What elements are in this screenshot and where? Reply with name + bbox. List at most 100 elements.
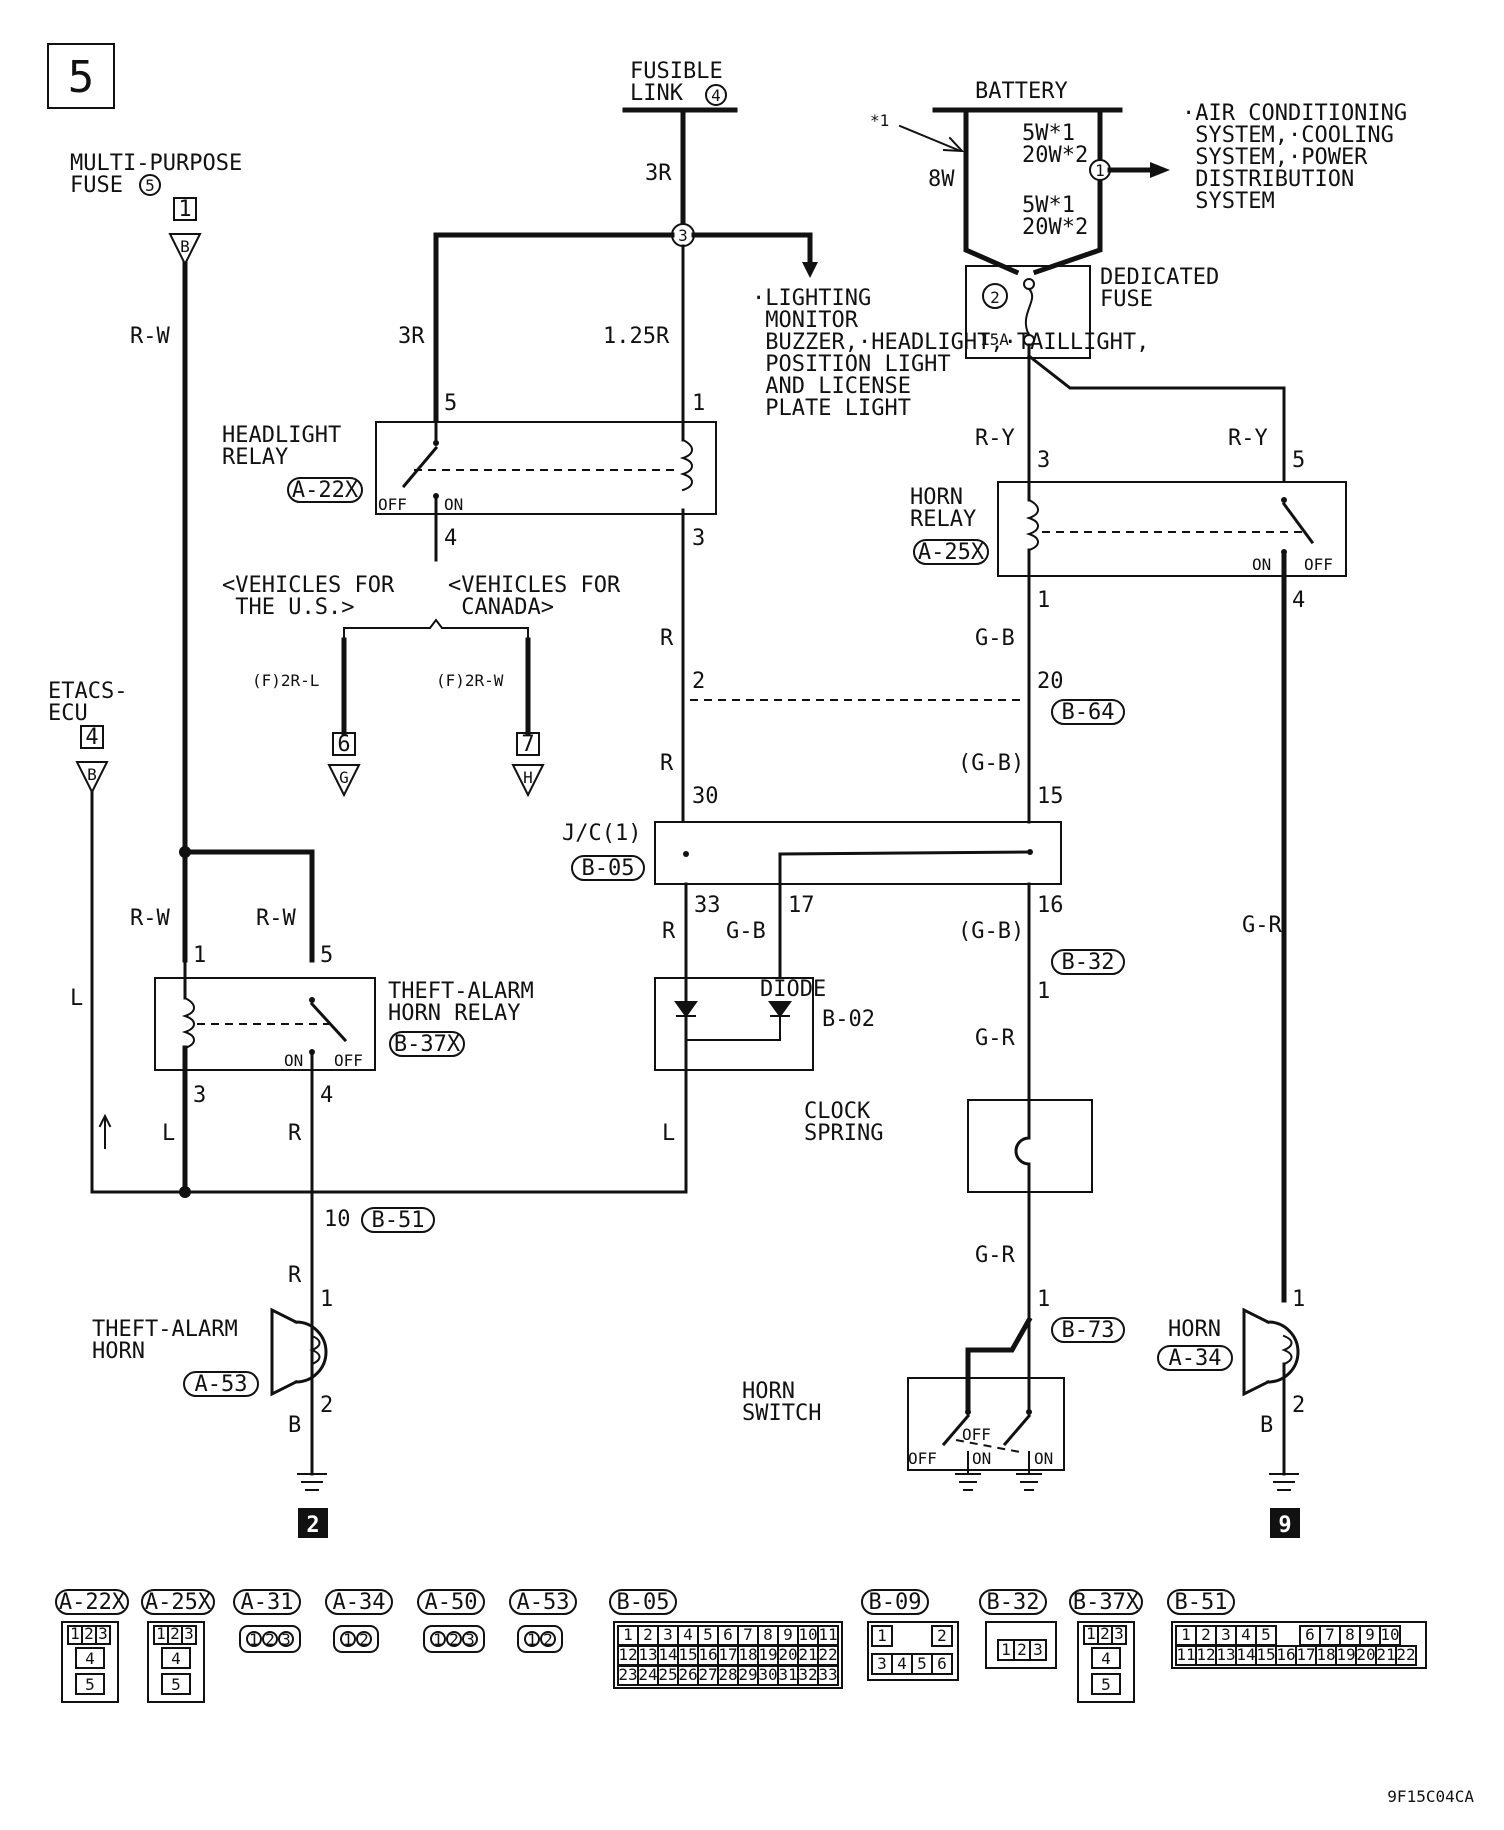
- legend-a31-cell: [278, 1631, 294, 1647]
- legend-a25x-cell: [161, 1673, 191, 1695]
- wire-ry-5: [1026, 353, 1286, 482]
- junction-3-num: 3: [678, 226, 688, 245]
- legend-b09-frame: [867, 1621, 959, 1681]
- legend-b05-pin: 3: [663, 1625, 673, 1644]
- legend-a53-pin: 2: [543, 1630, 553, 1649]
- wire-label-gr-c: G-R: [1242, 913, 1282, 938]
- wire-label-l-3: L: [162, 1121, 175, 1146]
- horn-relay-contact-top: [1281, 497, 1287, 503]
- ca-box: [516, 732, 540, 756]
- battery-note-arrow: [898, 124, 960, 152]
- etacs-pin-box: [80, 725, 104, 749]
- legend-b51-pin: 13: [1216, 1645, 1235, 1664]
- theft-horn-pin2: 2: [320, 1393, 333, 1418]
- etacs-triangle: [75, 761, 109, 795]
- jc-pin30: 30: [692, 784, 719, 809]
- b51-conn: B-51: [372, 1208, 425, 1233]
- legend-b37x-pin: 4: [1101, 1649, 1111, 1668]
- legend-a50-cell: [446, 1631, 462, 1647]
- horn-switch-box: [907, 1377, 1065, 1471]
- legend-b05-pin: 32: [798, 1665, 817, 1684]
- hs-contact-2: [1026, 1409, 1032, 1415]
- battery-out-num: 1: [1095, 161, 1105, 180]
- diode-label: DIODE: [760, 977, 826, 1002]
- legend-a53-pin: 1: [527, 1630, 537, 1649]
- legend-b05-pin: 6: [723, 1625, 733, 1644]
- arrow-lighting: [802, 262, 818, 278]
- legend-b32-pin: 3: [1033, 1640, 1043, 1659]
- horn-relay-coil: [1025, 498, 1039, 552]
- legend-b09-pin: 2: [937, 1626, 947, 1645]
- legend-b05-pin: 14: [658, 1645, 677, 1664]
- ground-2-box: [298, 1508, 328, 1538]
- legend-a22x-pin: 4: [85, 1649, 95, 1668]
- wire-label-gb-b: (G-B): [958, 751, 1024, 776]
- fuse-top-contact: [1023, 278, 1035, 290]
- b32-pin1: 1: [1037, 979, 1050, 1004]
- diode-join: [685, 1015, 781, 1041]
- wire-label-ry3: R-Y: [975, 426, 1015, 451]
- legend-b05-cell: [817, 1665, 839, 1686]
- legend-conn-pill: [979, 1589, 1047, 1615]
- legend-b05-pin: 21: [798, 1645, 817, 1664]
- wire-label-ry5: R-Y: [1228, 426, 1268, 451]
- ground-icon-hs2: [1016, 1451, 1042, 1491]
- hs-on1: ON: [972, 1449, 991, 1468]
- footer-code: 9F15C04CA: [1387, 1787, 1474, 1806]
- legend-b05-pin: 2: [643, 1625, 653, 1644]
- jc-pin33: 33: [694, 893, 721, 918]
- legend-conn-label: B-32: [987, 1590, 1040, 1615]
- horn-relay-conn: A-25X: [918, 540, 985, 565]
- wire-label-rw5: R-W: [256, 906, 296, 931]
- hs-contact-1: [965, 1409, 971, 1415]
- wire-label-r-horn: R: [288, 1263, 302, 1288]
- legend-conn-label: B-09: [869, 1590, 922, 1615]
- us-box-num: 6: [337, 732, 350, 757]
- legend-a34-cell: [340, 1631, 356, 1647]
- headlight-relay-pin4: 4: [444, 526, 457, 551]
- clock-spring-symbol: [1014, 1098, 1031, 1194]
- legend-conn-label: B-51: [1175, 1590, 1228, 1615]
- theft-horn-icon: [270, 1307, 328, 1397]
- legend-a22x-pin: 2: [84, 1624, 94, 1643]
- junction3-outputs: ·LIGHTING MONITOR BUZZER,·HEADLIGHT,·TAI…: [752, 286, 1149, 421]
- jc-box: [654, 821, 1062, 885]
- legend-b05-pin: 11: [818, 1625, 837, 1644]
- l-junction: [179, 1186, 191, 1198]
- legend-a22x-pin: 3: [98, 1624, 108, 1643]
- legend-b05-pin: 26: [678, 1665, 697, 1684]
- legend-a22x-pin: 5: [85, 1675, 95, 1694]
- legend-b51-pin: 7: [1325, 1625, 1335, 1644]
- horn-label: HORN: [1168, 1317, 1221, 1342]
- legend-conn-label: A-34: [333, 1590, 386, 1615]
- battery-note-star: *1: [870, 111, 889, 130]
- horn-relay-pin1: 1: [1037, 588, 1050, 613]
- legend-a25x-pin: 4: [171, 1649, 181, 1668]
- legend-b51-pin: 9: [1365, 1625, 1375, 1644]
- horn-relay-box: [997, 481, 1347, 577]
- legend-b05-pin: 31: [778, 1665, 797, 1684]
- jc-pin15: 15: [1037, 784, 1064, 809]
- legend-a31-cell: [262, 1631, 278, 1647]
- pin-10: 10: [324, 1207, 351, 1232]
- legend-b05-pin: 19: [758, 1645, 777, 1664]
- b73-conn: B-73: [1062, 1318, 1115, 1343]
- legend-conn-pill: [509, 1589, 577, 1615]
- legend-b05-pin: 23: [618, 1665, 637, 1684]
- legend-a25x-cell: [161, 1647, 191, 1669]
- theft-relay-pin4: 4: [320, 1083, 333, 1108]
- horn-icon: [1242, 1307, 1300, 1397]
- horn-relay-on: ON: [1252, 555, 1271, 574]
- b32-conn: B-32: [1062, 950, 1115, 975]
- mpf-num: 5: [145, 176, 155, 195]
- theft-relay-conn: B-37X: [394, 1032, 461, 1057]
- wire-label-rw: R-W: [130, 324, 170, 349]
- ground-icon-horn: [1269, 1473, 1299, 1491]
- bus-3r: [433, 232, 813, 268]
